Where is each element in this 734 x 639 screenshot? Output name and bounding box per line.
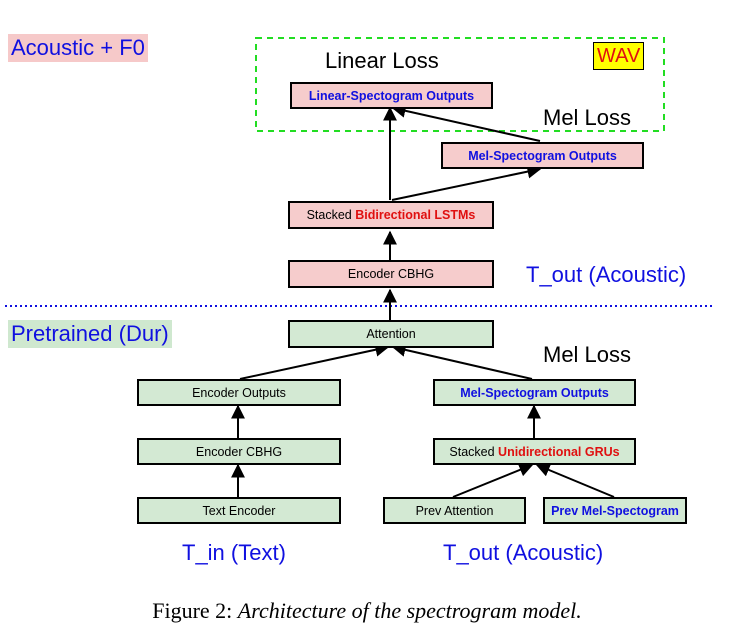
pretrained-region-tag: Pretrained (Dur) — [8, 320, 172, 348]
acoustic-region-tag: Acoustic + F0 — [8, 34, 148, 62]
mel-spectrogram-outputs-top-box: Mel-Spectogram Outputs — [441, 142, 644, 169]
stacked-gru-highlight: Unidirectional GRUs — [498, 444, 620, 459]
t-out-acoustic-bottom-label: T_out (Acoustic) — [443, 540, 604, 565]
stacked-lstm-box: Stacked Bidirectional LSTMs — [288, 201, 494, 229]
attention-box: Attention — [288, 320, 494, 348]
arrow-prev-attention-to-gru — [452, 463, 534, 498]
encoder-cbhg-bottom-box: Encoder CBHG — [137, 438, 341, 465]
wav-region-border — [255, 37, 665, 132]
caption-text: Architecture of the spectrogram model. — [237, 598, 582, 623]
arrow-prev-mel-to-gru — [535, 463, 615, 498]
stacked-gru-prefix: Stacked — [449, 444, 499, 459]
linear-loss-label: Linear Loss — [325, 48, 439, 73]
prev-attention-box: Prev Attention — [383, 497, 526, 524]
mel-loss-label-top: Mel Loss — [543, 105, 632, 130]
arrow-mel-bottom-to-attention — [391, 343, 533, 380]
arrow-encoder-outputs-to-attention — [239, 342, 390, 380]
prev-mel-spectrogram-box: Prev Mel-Spectogram — [543, 497, 687, 524]
stacked-lstm-prefix: Stacked — [306, 208, 356, 222]
arrow-mel-top-to-linear — [391, 103, 541, 142]
figure-caption: Figure 2: Architecture of the spectrogra… — [0, 598, 734, 624]
linear-spectrogram-outputs-box: Linear-Spectogram Outputs — [290, 82, 493, 109]
arrow-lstm-to-mel-top — [391, 164, 542, 201]
encoder-cbhg-top-box: Encoder CBHG — [288, 260, 494, 288]
t-in-text-label: T_in (Text) — [182, 540, 286, 565]
mel-loss-label-bottom: Mel Loss — [543, 342, 632, 367]
encoder-outputs-box: Encoder Outputs — [137, 379, 341, 406]
text-encoder-box: Text Encoder — [137, 497, 341, 524]
stacked-lstm-highlight: Bidirectional LSTMs — [355, 208, 476, 222]
t-out-acoustic-right-label: T_out (Acoustic) — [526, 262, 687, 287]
stacked-gru-box: Stacked Unidirectional GRUs — [433, 438, 636, 465]
caption-prefix: Figure 2: — [152, 598, 238, 623]
wav-label: WAV — [593, 42, 645, 70]
mel-spectrogram-outputs-bottom-box: Mel-Spectogram Outputs — [433, 379, 636, 406]
